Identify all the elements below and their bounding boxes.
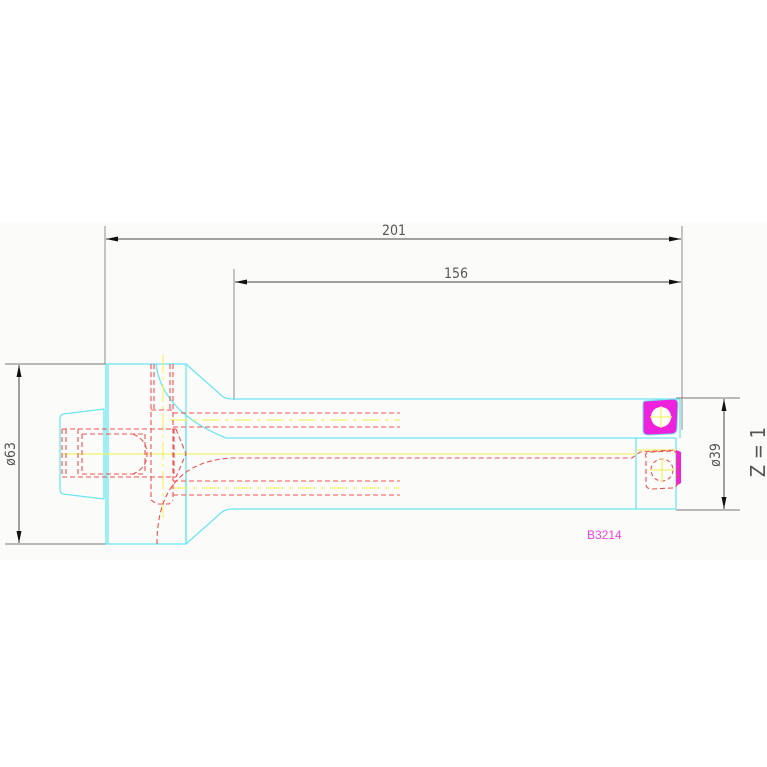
dimension-head-diameter: ø63 [3, 363, 106, 545]
dimension-text-63: ø63 [3, 442, 19, 466]
point-marker-bottom [644, 450, 681, 490]
dimension-text-39: ø39 [708, 443, 724, 467]
dimension-shank-length: 156 [233, 266, 681, 400]
dimension-overall-length: 201 [104, 223, 683, 430]
scale-note: Z = 1 [746, 427, 767, 477]
part-code-label: B3214 [587, 528, 622, 542]
hidden-lines [61, 364, 677, 545]
dimension-shank-diameter: ø39 [676, 397, 740, 511]
point-marker-top [642, 398, 679, 436]
dimension-text-201: 201 [382, 223, 406, 239]
dimension-text-156: 156 [444, 266, 468, 282]
drawing-area [0, 222, 767, 560]
